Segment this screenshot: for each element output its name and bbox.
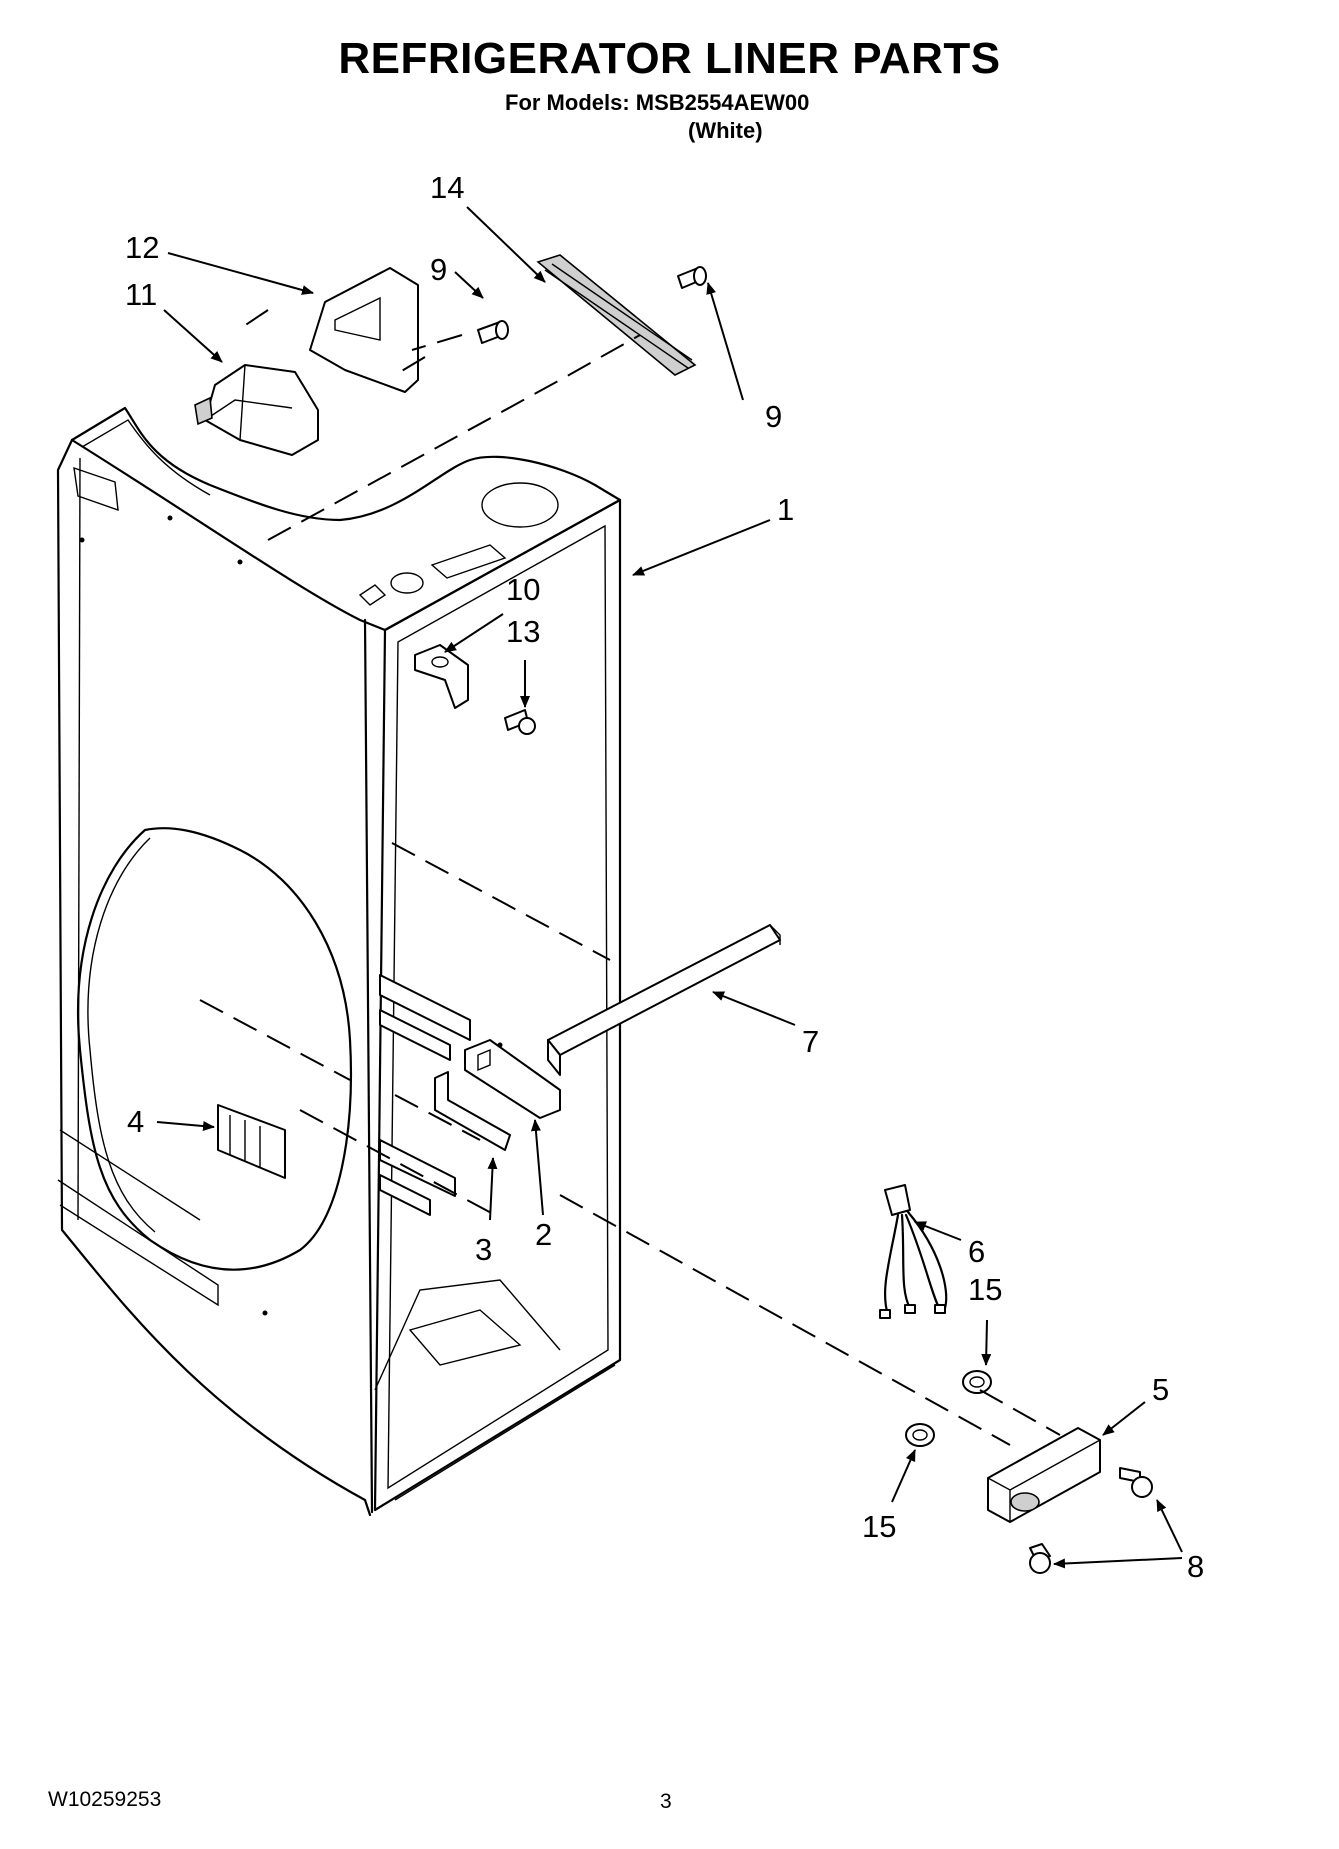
- callout-15-upper: 15: [968, 1272, 1002, 1307]
- callout-2: 2: [535, 1217, 552, 1252]
- callout-8: 8: [1187, 1549, 1204, 1584]
- part-9-screw-right: [677, 266, 707, 289]
- callout-15-lower: 15: [862, 1509, 896, 1544]
- part-15-plug-lower: [905, 1423, 935, 1447]
- page-number: 3: [660, 1790, 672, 1813]
- callout-9-left: 9: [430, 252, 447, 287]
- callout-3: 3: [475, 1232, 492, 1267]
- part-15-plug-upper: [962, 1370, 992, 1394]
- part-2-slide: [464, 1039, 561, 1119]
- callout-13: 12: [125, 230, 159, 265]
- color-note: (White): [688, 118, 763, 143]
- callout-10: 10: [506, 572, 540, 607]
- callout-9-right: 9: [765, 399, 782, 434]
- leader-arrows: [156, 206, 1183, 1569]
- callout-5: 5: [1152, 1372, 1169, 1407]
- document-number: W10259253: [48, 1788, 162, 1811]
- part-6-wire-harness: [879, 1184, 948, 1319]
- callout-numbers: 12 11 9 14 9 1 10 13 7 4 2 3 6 15 5 15 8: [125, 170, 1204, 1584]
- part-3-slide: [434, 1071, 511, 1151]
- part-12-control-housing: [194, 364, 319, 456]
- callout-11: 13: [506, 614, 540, 649]
- page-title: REFRIGERATOR LINER PARTS: [338, 34, 1001, 83]
- part-14-strip: [536, 254, 697, 376]
- callout-14: 14: [430, 170, 464, 205]
- models-line: For Models: MSB2554AEW00: [505, 90, 810, 115]
- part-5-housing: [987, 1427, 1101, 1523]
- part-8-pin-lower: [1029, 1543, 1051, 1574]
- part-10-bracket: [414, 644, 469, 709]
- part-8-pin-upper: [1119, 1467, 1153, 1498]
- callout-6: 6: [968, 1234, 985, 1269]
- callout-1: 1: [777, 492, 794, 527]
- callout-4: 4: [127, 1104, 144, 1139]
- part-13-bracket: [309, 267, 419, 393]
- assembly-lines: [199, 309, 1061, 1446]
- part-9-screw-left: [477, 320, 509, 344]
- liner-body: [56, 406, 622, 1517]
- part-11-screw: [504, 709, 536, 735]
- part-4-switch: [217, 1104, 286, 1179]
- part-7-crossbar: [547, 924, 781, 1076]
- callout-7: 7: [802, 1024, 819, 1059]
- callout-12: 11: [125, 277, 157, 312]
